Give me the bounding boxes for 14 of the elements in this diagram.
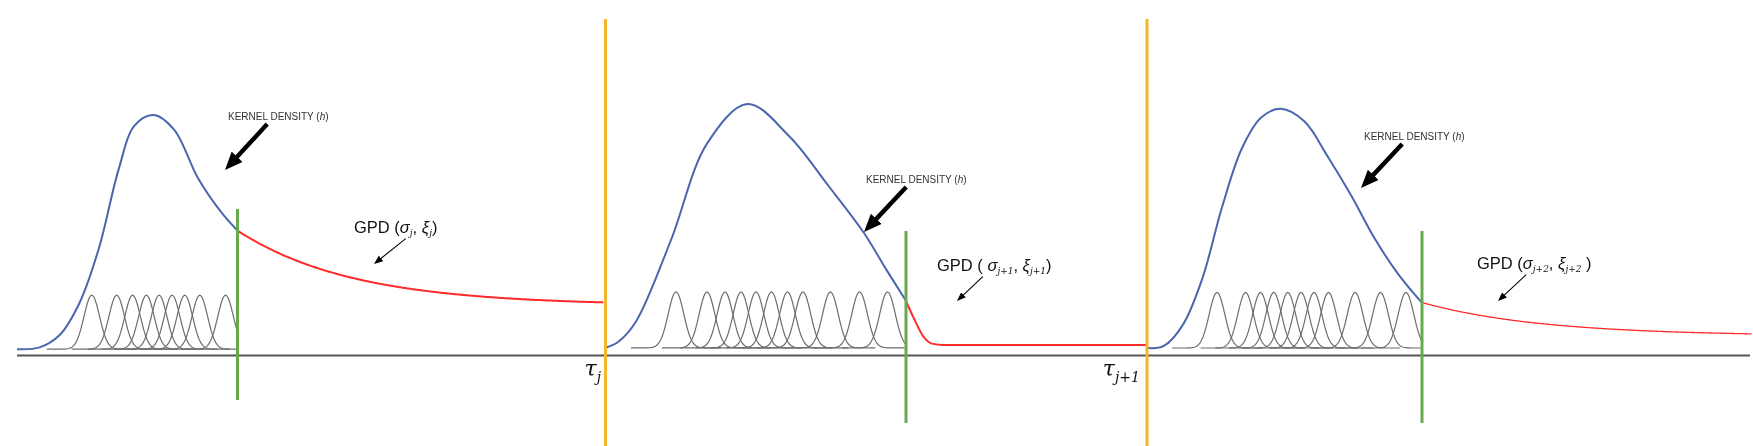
curve-label: GPD (σ$_{j}$, ξ$_{j}$): [354, 217, 438, 238]
threshold-label: τ$_{j}$: [584, 356, 601, 383]
curve-label: GPD ( σ$_{j+1}$, ξ$_{j+1}$): [937, 255, 1052, 276]
curve-label: GPD (σ$_{j+2}$, ξ$_{j+2}$ ): [1477, 253, 1592, 274]
leader-arrow: [957, 276, 984, 301]
leader-arrow: [1361, 142, 1404, 188]
curve-label: KERNEL DENSITY (h): [866, 174, 967, 186]
leader-arrow: [864, 185, 908, 232]
leader-arrow: [225, 122, 269, 170]
leader-arrow: [374, 238, 407, 264]
curve-label: KERNEL DENSITY (h): [1364, 131, 1465, 143]
leader-arrow: [1498, 274, 1527, 301]
threshold-label: τ$_{j+1}$: [1102, 356, 1140, 383]
curve-label: KERNEL DENSITY (h): [228, 111, 329, 123]
